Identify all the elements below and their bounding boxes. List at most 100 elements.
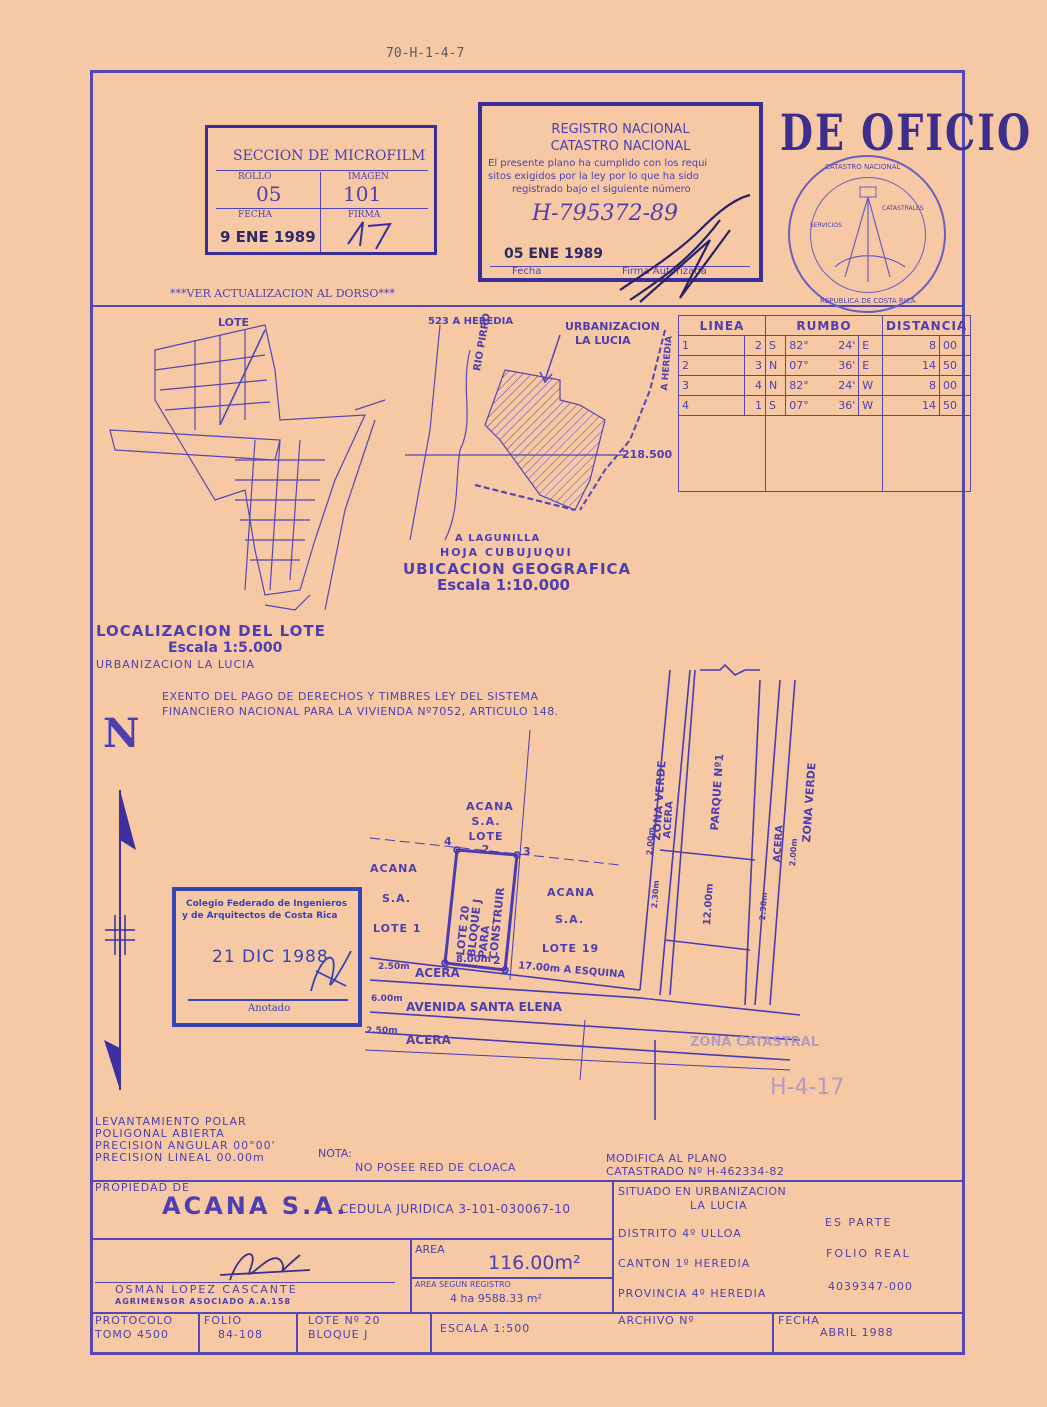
- cell: 07°: [785, 395, 823, 416]
- situado-line2: LA LUCIA: [690, 1199, 748, 1212]
- tb-split-b: [296, 1312, 298, 1355]
- zona-catastral-codigo: H-4-17: [770, 1075, 845, 1100]
- titleblock-area-split: [410, 1238, 412, 1312]
- exento-line1: EXENTO DEL PAGO DE DERECHOS Y TIMBRES LE…: [162, 690, 539, 703]
- dim-2.50-top: 2.50m: [378, 962, 410, 972]
- ubicacion-title: UBICACION GEOGRAFICA: [403, 560, 632, 578]
- col-linea: LINEA: [678, 315, 766, 336]
- microfilm-stamp: SECCION DE MICROFILM ROLLO IMAGEN 05 101…: [205, 125, 437, 255]
- colegio-signature: [310, 950, 352, 992]
- registro-body2: sitos exigidos por la ley por lo que ha …: [488, 171, 699, 182]
- de-oficio-stamp: DE OFICIO: [780, 103, 1033, 162]
- registro-signature: [619, 193, 751, 303]
- distrito: DISTRITO 4º ULLOA: [618, 1227, 742, 1240]
- area-reg-value: 4 ha 9588.33 m²: [450, 1292, 542, 1305]
- lev-line4: PRECISION LINEAL 00.00m: [95, 1151, 265, 1164]
- catastro-seal: CATASTRO NACIONAL REPUBLICA DE COSTA RIC…: [788, 155, 946, 313]
- titleblock-vsplit: [612, 1180, 614, 1312]
- registro-body1: El presente plano ha cumplido con los re…: [488, 158, 708, 169]
- cell: 36': [822, 355, 860, 376]
- dist-8m: 8.00m: [456, 954, 492, 965]
- theodolite-icon: [834, 186, 906, 282]
- registro-firma-label: Firma Autorizada: [622, 266, 707, 277]
- cell: 00: [938, 375, 972, 396]
- tb-split-c: [430, 1312, 432, 1355]
- firma-label: FIRMA: [348, 210, 381, 220]
- propietario: ACANA S.A.: [162, 1192, 349, 1220]
- ubicacion-urb2: LA LUCIA: [575, 334, 631, 347]
- cell: 8: [882, 335, 940, 356]
- cell: 00: [938, 335, 972, 356]
- ubicacion-escala: Escala 1:10.000: [437, 576, 570, 594]
- registro-rule: [490, 266, 750, 267]
- fecha-label-tb: FECHA: [778, 1314, 820, 1327]
- hoja-label: HOJA CUBUJUQUI: [440, 546, 573, 559]
- coord-label: 218.500: [622, 448, 673, 461]
- cell: 36': [822, 395, 860, 416]
- fecha-value-tb: ABRIL 1988: [820, 1326, 894, 1339]
- folio-value: 84-108: [218, 1328, 263, 1341]
- cell: 3: [678, 375, 745, 396]
- seal-bottom-text: REPUBLICA DE COSTA RICA: [820, 297, 916, 305]
- nota-label: NOTA:: [318, 1147, 352, 1160]
- es-parte: ES PARTE: [825, 1216, 893, 1229]
- cell: W: [858, 375, 883, 396]
- microfilm-date: 9 ENE 1989: [220, 228, 316, 246]
- registro-fecha-label: Fecha: [512, 266, 542, 277]
- localizacion-escala: Escala 1:5.000: [168, 640, 283, 656]
- avenida-label: AVENIDA SANTA ELENA: [406, 1000, 562, 1014]
- levantamiento-block: LEVANTAMIENTO POLAR POLIGONAL ABIERTA PR…: [95, 1116, 276, 1164]
- col-rumbo: RUMBO: [765, 315, 883, 336]
- cell: 24': [822, 335, 860, 356]
- agrimensor-sub: AGRIMENSOR ASOCIADO A.A.158: [115, 1297, 291, 1306]
- area-reg-label: AREA SEGUN REGISTRO: [415, 1280, 511, 1289]
- fecha-label: FECHA: [238, 210, 273, 220]
- cell: 82°: [785, 375, 823, 396]
- cell: 2: [678, 355, 745, 376]
- tb-split-a: [198, 1312, 200, 1355]
- lote20-label: LOTE 20 BLOQUE J PARA CONSTRUIR: [454, 883, 507, 960]
- cell: S: [764, 335, 787, 356]
- seal-top-text: CATASTRO NACIONAL: [825, 163, 901, 171]
- registro-line2: CATASTRO NACIONAL: [550, 139, 691, 154]
- colegio-rule: [188, 999, 348, 1001]
- table-row: 4 1 S 07° 36' W 14 50: [678, 395, 972, 416]
- agrimensor-name: OSMAN LOPEZ CASCANTE: [115, 1283, 298, 1296]
- colegio-stamp: Colegio Federado de Ingenieros y de Arqu…: [172, 887, 362, 1027]
- agrimensor-signature: [219, 1253, 311, 1281]
- situado-line1: SITUADO EN URBANIZACION: [618, 1185, 787, 1198]
- colegio-line1: Colegio Federado de Ingenieros: [186, 899, 348, 909]
- site-plan: [364, 663, 800, 1120]
- seal-right-text: CATASTRALES: [882, 205, 924, 212]
- acana-lote2-1: ACANA: [466, 800, 514, 813]
- titleblock-top: [90, 1180, 965, 1182]
- imagen-label: IMAGEN: [348, 172, 389, 182]
- folio-real: FOLIO REAL: [826, 1247, 911, 1260]
- protocolo-label: PROTOCOLO: [95, 1314, 174, 1327]
- area-value: 116.00m²: [488, 1252, 581, 1274]
- titleblock-row2: [90, 1312, 965, 1314]
- acana-lote2-2: S.A.: [471, 815, 501, 828]
- acana-lote19-3: LOTE 19: [542, 942, 600, 955]
- acana-lote19-2: S.A.: [555, 913, 584, 926]
- cell: 1: [678, 335, 745, 356]
- point-3: 3: [523, 845, 531, 858]
- ver-dorso-note: ***VER ACTUALIZACION AL DORSO***: [170, 287, 395, 300]
- cell: 2: [743, 335, 767, 356]
- lagunilla-label: A LAGUNILLA: [455, 533, 541, 544]
- cell: 14: [882, 355, 940, 376]
- acana-lote19-1: ACANA: [547, 886, 595, 899]
- registro-date: 05 ENE 1989: [504, 246, 604, 262]
- col-distancia: DISTANCIA: [881, 315, 972, 336]
- cell: 07°: [785, 355, 823, 376]
- modifica-line1: MODIFICA AL PLANO: [606, 1152, 728, 1165]
- cell: W: [858, 395, 883, 416]
- area-label: AREA: [415, 1243, 445, 1256]
- north-arrow-icon: [104, 790, 136, 1090]
- archivo-label: ARCHIVO Nº: [618, 1314, 695, 1327]
- cell: E: [858, 335, 883, 356]
- divider-top: [90, 305, 965, 307]
- modifica-line2: CATASTRADO Nº H-462334-82: [606, 1165, 785, 1178]
- rumbos-header: LINEA RUMBO DISTANCIA: [678, 315, 972, 336]
- registro-stamp: REGISTRO NACIONAL CATASTRO NACIONAL El p…: [478, 102, 763, 282]
